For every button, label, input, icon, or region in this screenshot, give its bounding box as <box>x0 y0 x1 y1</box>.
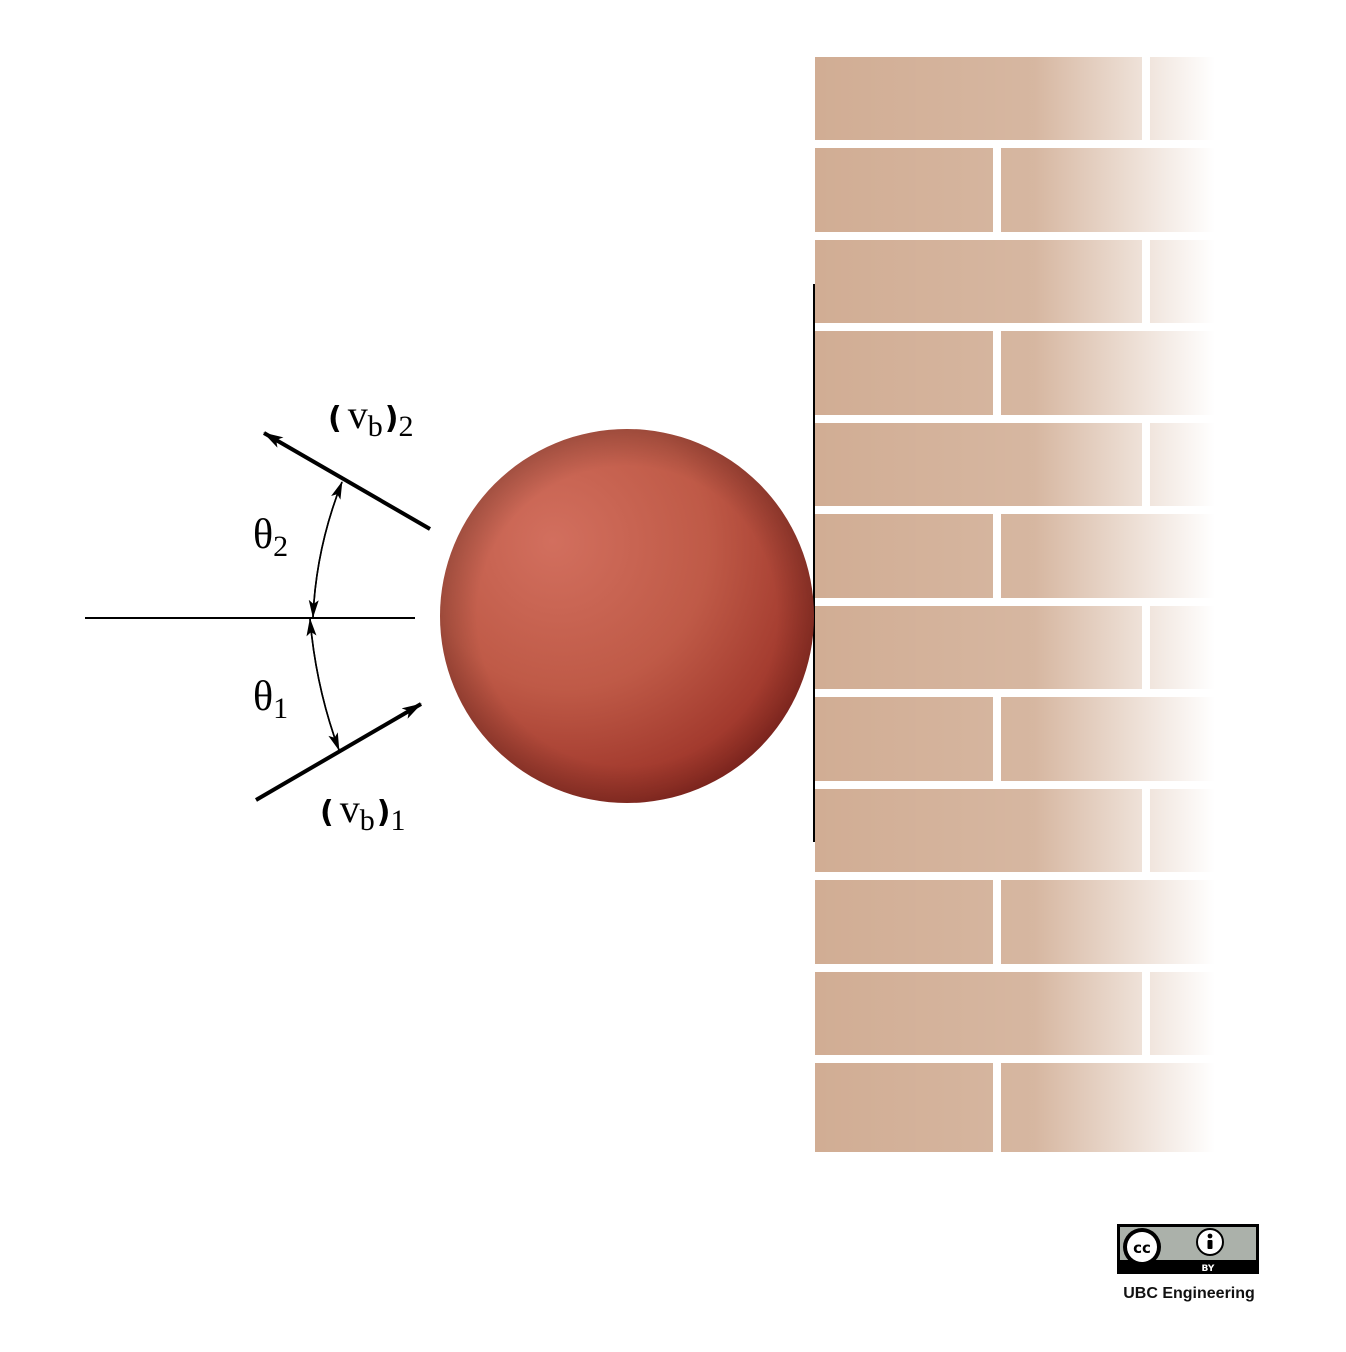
brick-wall <box>813 57 1216 1152</box>
ball <box>440 429 814 803</box>
angle-arc-theta-2 <box>308 481 343 618</box>
theta-1-label: θ1 <box>253 674 288 725</box>
cc-logo-icon: cc <box>1123 1228 1161 1266</box>
outgoing-velocity-arrow <box>262 431 432 531</box>
svg-text:cc: cc <box>1133 1239 1151 1257</box>
attribution-person-icon <box>1196 1228 1224 1256</box>
theta-2-label: θ2 <box>253 512 288 563</box>
incoming-velocity-label: (vb)1 <box>320 786 405 837</box>
cc-by-license-badge: cc BY <box>1117 1224 1259 1274</box>
credit-text: UBC Engineering <box>1123 1285 1255 1302</box>
incoming-velocity-arrow <box>254 702 423 802</box>
angle-arc-theta-1 <box>306 618 340 751</box>
outgoing-velocity-label: (vb)2 <box>328 392 413 443</box>
wall-fade <box>815 57 1216 1152</box>
by-text: BY <box>1202 1264 1215 1274</box>
